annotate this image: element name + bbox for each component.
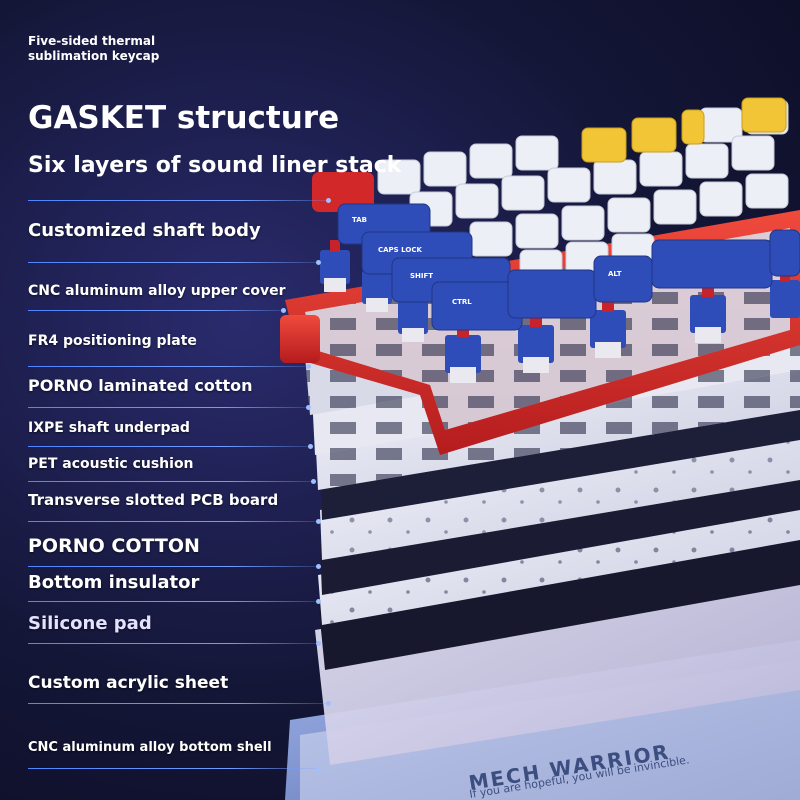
layer-label-bottom-insulator: Bottom insulator xyxy=(28,572,200,593)
leader-line-pet-cushion xyxy=(28,479,316,484)
leader-line-bottom-insulator xyxy=(28,599,321,604)
layer-label-upper-cover: CNC aluminum alloy upper cover xyxy=(28,283,286,299)
leader-line-bottom-shell xyxy=(28,766,321,771)
layer-label-pet-cushion: PET acoustic cushion xyxy=(28,456,194,472)
switch-row xyxy=(320,240,800,383)
leader-line-acrylic-sheet xyxy=(28,701,331,706)
leader-line-silicone-pad xyxy=(28,641,321,646)
layer-label-silicone-pad: Silicone pad xyxy=(28,613,152,634)
layer-label-laminated-cotton: PORNO laminated cotton xyxy=(28,376,253,395)
shift-key-legend: SHIFT xyxy=(410,272,433,280)
layer-label-bottom-shell: CNC aluminum alloy bottom shell xyxy=(28,740,272,755)
caps-lock-key-legend: CAPS LOCK xyxy=(378,246,422,254)
ctrl-key-legend: CTRL xyxy=(452,298,472,306)
leader-line-laminated-cotton xyxy=(28,405,311,410)
keycap-note-text: Five-sided thermal sublimation keycap xyxy=(28,34,160,63)
leader-line-fr4-plate xyxy=(28,364,311,369)
page-subtitle: Six layers of sound liner stack xyxy=(28,153,402,178)
layer-label-acrylic-sheet: Custom acrylic sheet xyxy=(28,673,229,693)
keycap-set: TAB CAPS LOCK SHIFT CTRL ALT xyxy=(312,97,800,331)
leader-line-porno-cotton xyxy=(28,564,321,569)
layer-label-porno-cotton: PORNO COTTON xyxy=(28,535,200,557)
layer-label-ixpe-underpad: IXPE shaft underpad xyxy=(28,420,190,436)
layer-label-shaft-body: Customized shaft body xyxy=(28,220,261,241)
leader-line-shaft-body xyxy=(28,260,321,265)
page-title: GASKET structure xyxy=(28,100,340,136)
tab-key-legend: TAB xyxy=(352,216,367,224)
keycap-note: Five-sided thermal sublimation keycap xyxy=(28,34,159,64)
alt-key-legend: ALT xyxy=(608,270,622,278)
leader-line-ixpe-underpad xyxy=(28,444,313,449)
layer-label-fr4-plate: FR4 positioning plate xyxy=(28,333,197,349)
subtitle-leader-line xyxy=(28,198,331,203)
leader-line-pcb-board xyxy=(28,519,321,524)
layer-label-pcb-board: Transverse slotted PCB board xyxy=(28,491,279,509)
leader-line-upper-cover xyxy=(28,308,286,313)
